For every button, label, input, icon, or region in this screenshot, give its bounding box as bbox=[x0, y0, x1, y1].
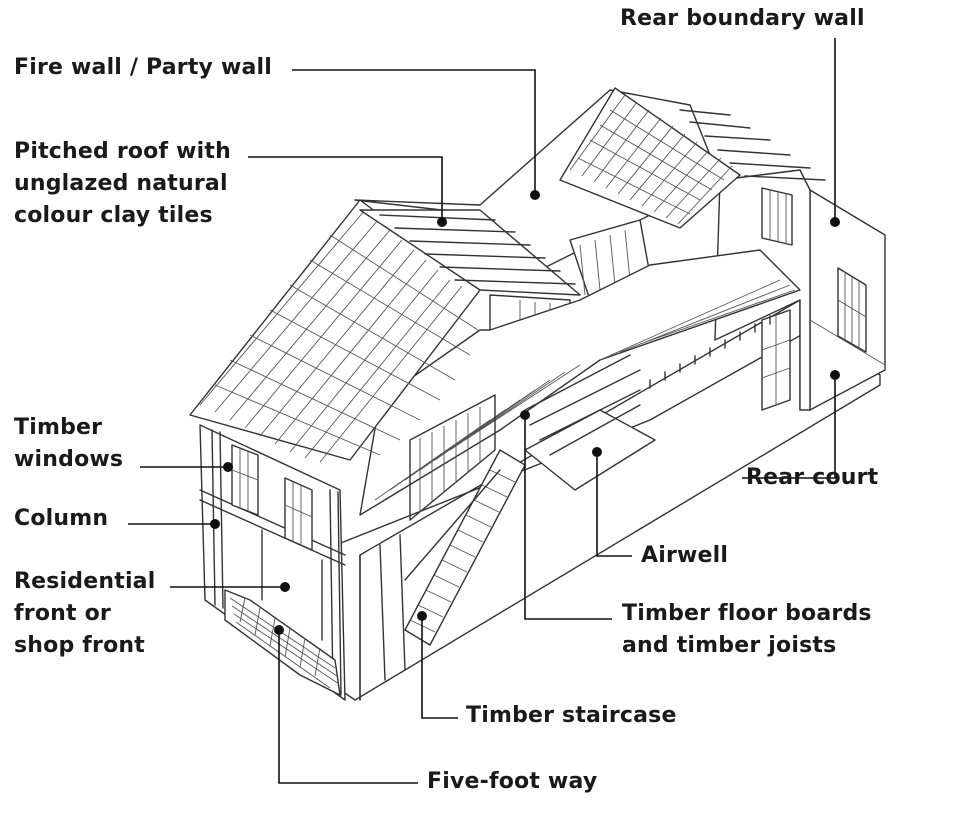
label-rear-court: Rear court bbox=[746, 465, 879, 490]
label-timber-floor-line1: Timber floor boards bbox=[622, 601, 872, 626]
label-residential-front-line1: Residential bbox=[14, 569, 156, 594]
leader-lines bbox=[128, 38, 840, 784]
airwell-opening bbox=[524, 409, 656, 491]
label-pitched-roof-line2: unglazed natural bbox=[14, 171, 228, 196]
leader-timber-staircase bbox=[421, 616, 458, 719]
label-rear-boundary-wall: Rear boundary wall bbox=[620, 6, 865, 31]
leader-fire-wall bbox=[292, 69, 536, 195]
timber-window-right bbox=[284, 477, 313, 551]
label-timber-windows: Timber windows bbox=[14, 412, 123, 476]
front-column bbox=[211, 429, 224, 609]
label-fire-wall: Fire wall / Party wall bbox=[14, 55, 273, 80]
label-airwell: Airwell bbox=[641, 543, 729, 568]
upper-floor bbox=[359, 249, 801, 516]
label-pitched-roof-line3: colour clay tiles bbox=[14, 203, 213, 228]
leader-pitched-roof bbox=[248, 156, 443, 222]
label-timber-windows-line2: windows bbox=[14, 447, 124, 472]
label-timber-windows-line1: Timber bbox=[14, 415, 103, 440]
label-timber-floor: Timber floor boards and timber joists bbox=[622, 598, 872, 662]
leader-timber-floor bbox=[524, 415, 612, 620]
leader-airwell bbox=[596, 452, 632, 557]
label-pitched-roof: Pitched roof with unglazed natural colou… bbox=[14, 136, 231, 232]
label-column: Column bbox=[14, 506, 109, 531]
label-timber-floor-line2: and timber joists bbox=[622, 633, 837, 658]
label-residential-front: Residential front or shop front bbox=[14, 566, 155, 662]
label-residential-front-line2: front or bbox=[14, 601, 111, 626]
label-timber-staircase: Timber staircase bbox=[466, 703, 677, 728]
leader-rear-court bbox=[742, 375, 836, 479]
building-outline bbox=[189, 87, 886, 701]
timber-window-left bbox=[231, 444, 259, 516]
five-foot-way-paving bbox=[224, 589, 341, 696]
leader-five-foot-way bbox=[278, 630, 418, 784]
label-residential-front-line3: shop front bbox=[14, 633, 145, 658]
label-pitched-roof-line1: Pitched roof with bbox=[14, 139, 231, 164]
label-five-foot-way: Five-foot way bbox=[427, 769, 598, 794]
